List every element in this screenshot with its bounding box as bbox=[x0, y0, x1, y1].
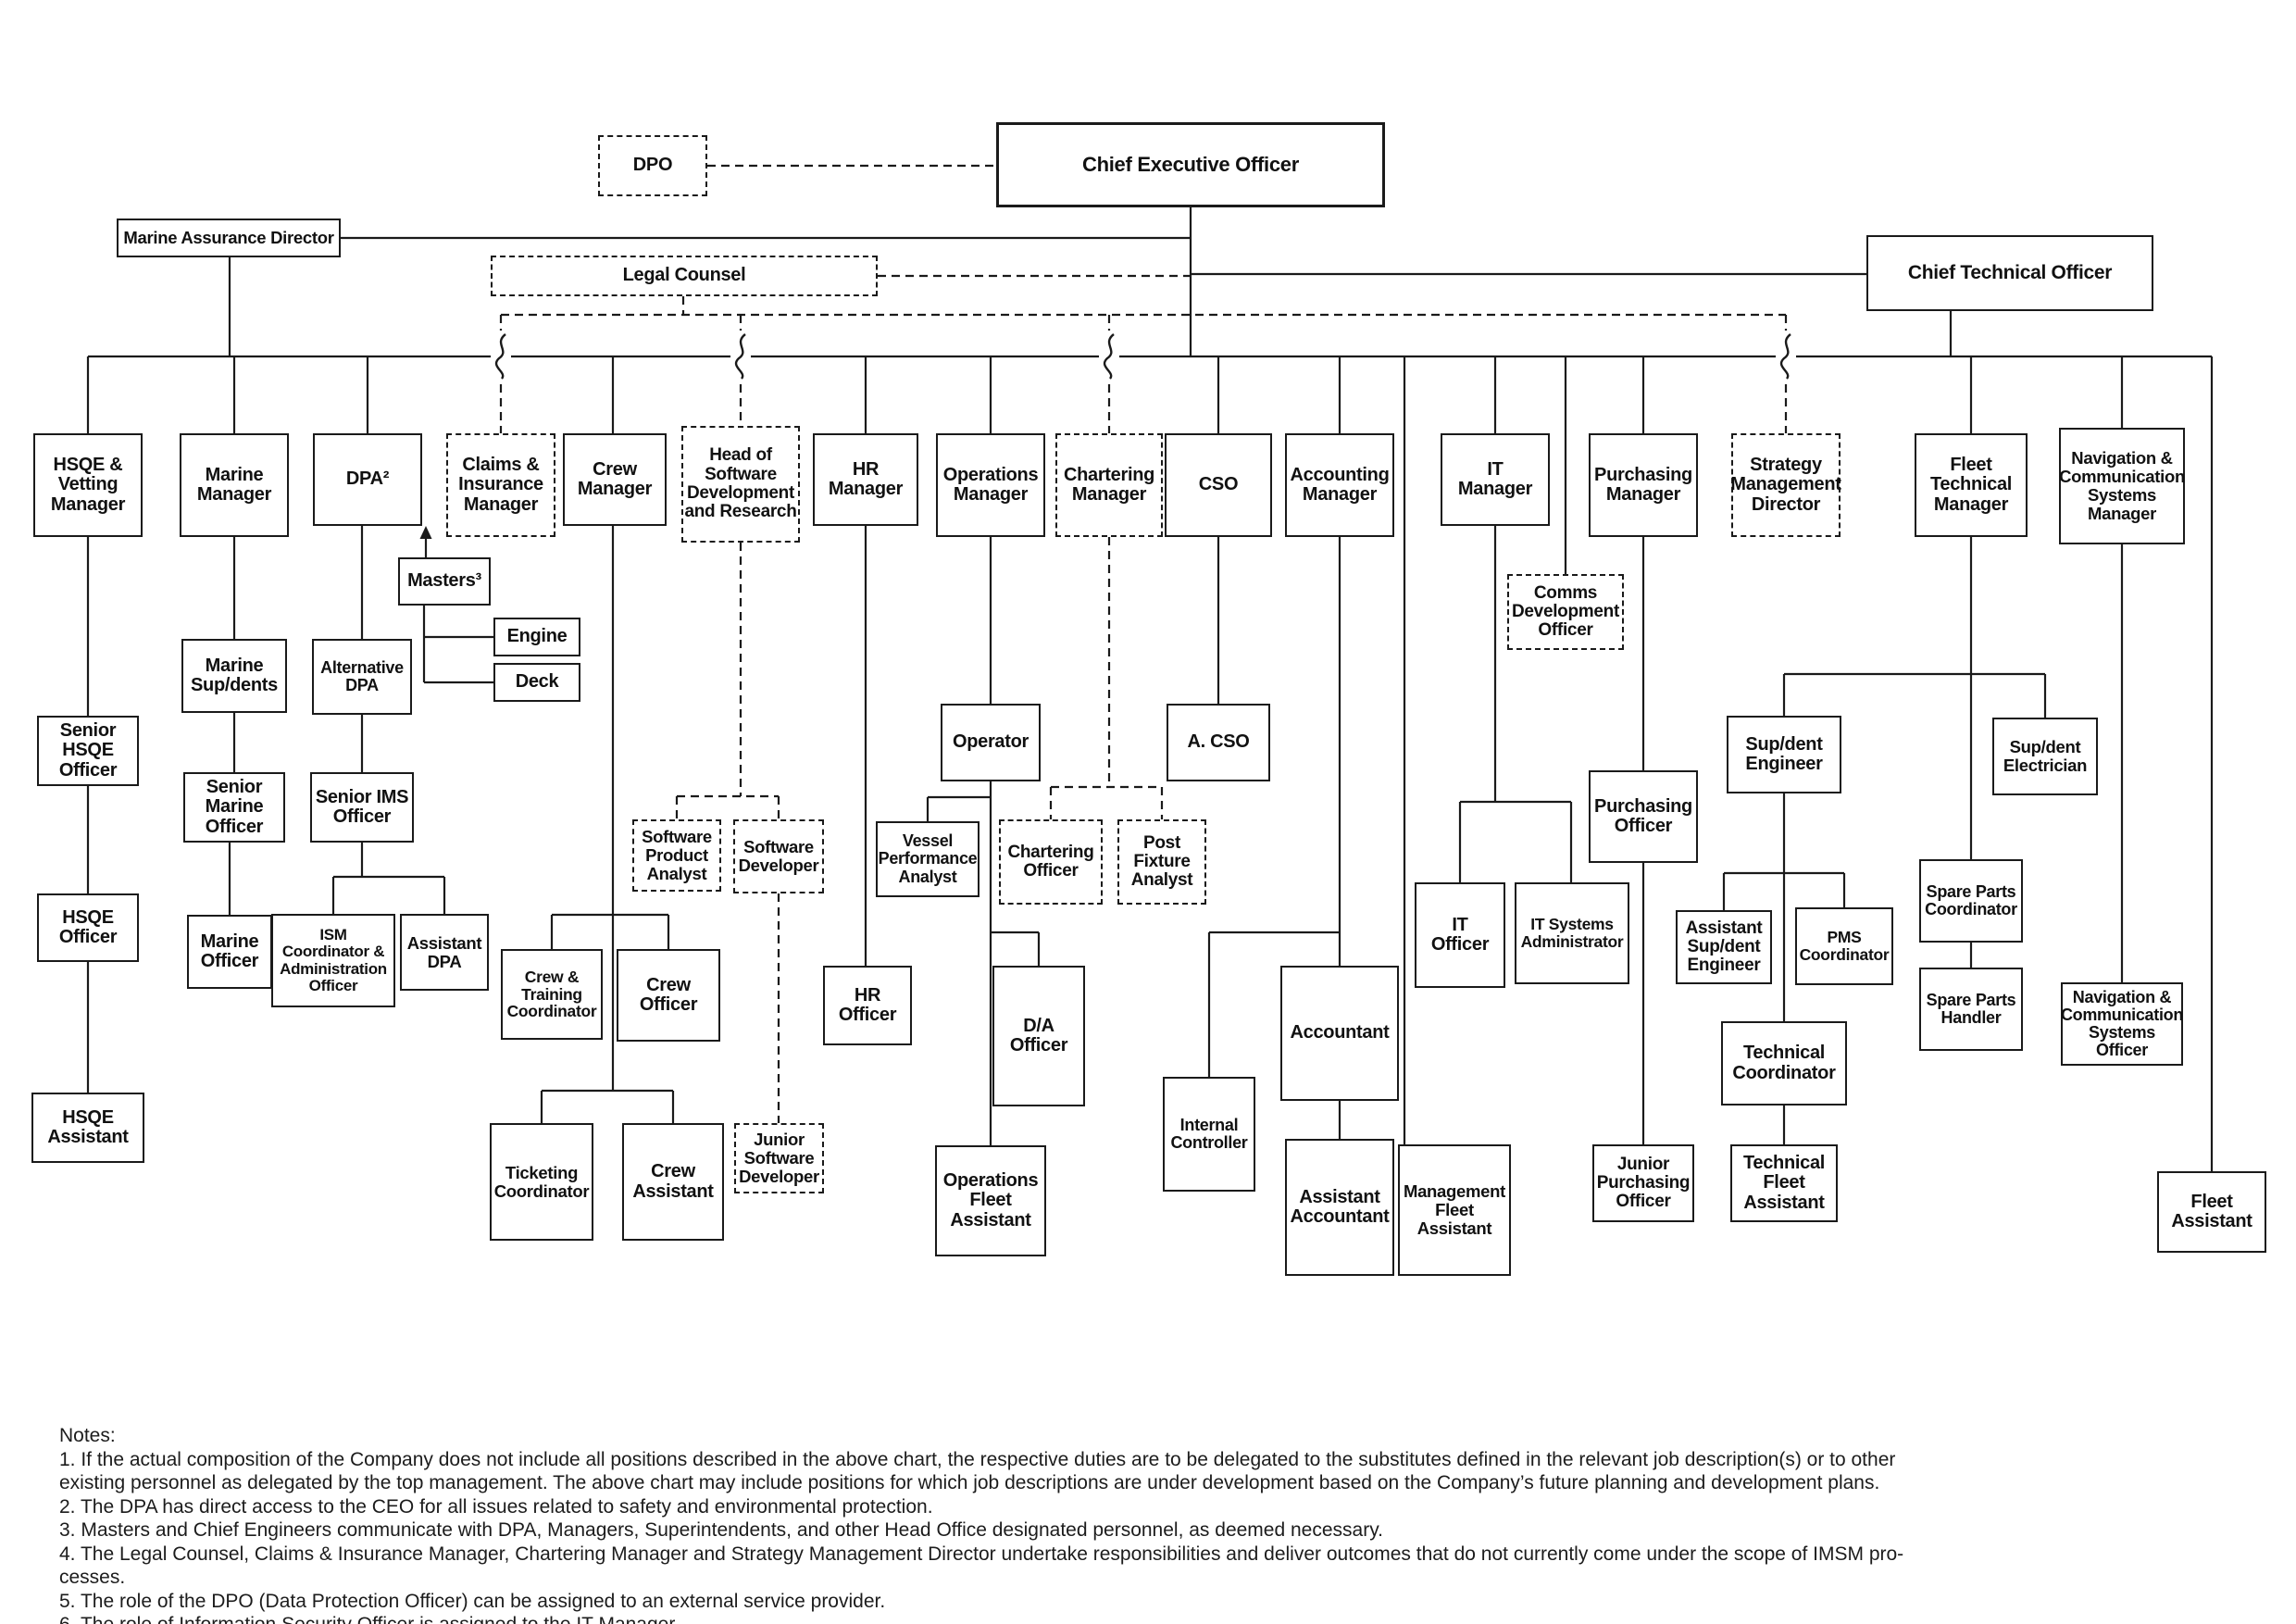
break-squiggle bbox=[734, 333, 746, 380]
hsqe-officer-box: HSQE Officer bbox=[37, 893, 139, 962]
supdent-engineer-box: Sup/dent Engineer bbox=[1727, 716, 1841, 793]
spare-parts-coordinator-box: Spare Parts Coordinator bbox=[1919, 859, 2023, 943]
comms-development-officer-box: Comms Development Officer bbox=[1507, 574, 1624, 650]
management-fleet-assistant-box: Management Fleet Assistant bbox=[1398, 1144, 1511, 1276]
note-line: 1. If the actual composition of the Comp… bbox=[59, 1448, 1896, 1470]
dpo-box: DPO bbox=[598, 135, 707, 196]
junior-software-developer-box: Junior Software Developer bbox=[734, 1123, 824, 1193]
deck-box: Deck bbox=[493, 663, 580, 702]
junior-purchasing-officer-box: Junior Purchasing Officer bbox=[1592, 1144, 1694, 1222]
break-squiggle bbox=[494, 333, 506, 380]
purchasing-manager-box: Purchasing Manager bbox=[1589, 433, 1698, 537]
crew-manager-box: Crew Manager bbox=[563, 433, 667, 526]
spare-parts-handler-box: Spare Parts Handler bbox=[1919, 968, 2023, 1051]
technical-fleet-assistant-box: Technical Fleet Assistant bbox=[1730, 1144, 1838, 1222]
senior-hsqe-officer-box: Senior HSQE Officer bbox=[37, 716, 139, 786]
technical-coordinator-box: Technical Coordinator bbox=[1721, 1021, 1847, 1106]
fleet-assistant-box: Fleet Assistant bbox=[2157, 1171, 2266, 1253]
supdent-electrician-box: Sup/dent Electrician bbox=[1992, 718, 2098, 795]
reporting-arrow-head bbox=[419, 526, 432, 539]
crew-assistant-box: Crew Assistant bbox=[622, 1123, 724, 1241]
assistant-accountant-box: Assistant Accountant bbox=[1285, 1139, 1394, 1276]
head-software-dev-box: Head of Software Development and Researc… bbox=[681, 426, 800, 543]
it-officer-box: IT Officer bbox=[1415, 882, 1505, 988]
nav-comm-systems-officer-box: Navigation & Communication Systems Offic… bbox=[2061, 982, 2183, 1066]
ism-coordinator-box: ISM Coordinator & Administration Officer bbox=[271, 914, 395, 1007]
hr-officer-box: HR Officer bbox=[823, 966, 912, 1045]
dpa-box: DPA² bbox=[313, 433, 422, 526]
assistant-dpa-box: Assistant DPA bbox=[400, 914, 489, 991]
marine-supdents-box: Marine Sup/dents bbox=[181, 639, 287, 713]
assistant-supdent-engineer-box: Assistant Sup/dent Engineer bbox=[1676, 910, 1772, 984]
hsqe-assistant-box: HSQE Assistant bbox=[31, 1093, 144, 1163]
alternative-dpa-box: Alternative DPA bbox=[312, 639, 412, 715]
note-line: existing personnel as delegated by the t… bbox=[59, 1472, 1880, 1493]
legal-counsel-box: Legal Counsel bbox=[491, 256, 878, 296]
pms-coordinator-box: PMS Coordinator bbox=[1795, 907, 1893, 985]
cso-box: CSO bbox=[1165, 433, 1272, 537]
note-line: 5. The role of the DPO (Data Protection … bbox=[59, 1590, 886, 1612]
it-systems-administrator-box: IT Systems Administrator bbox=[1515, 882, 1629, 984]
fleet-technical-manager-box: Fleet Technical Manager bbox=[1915, 433, 2028, 537]
marine-assurance-director-box: Marine Assurance Director bbox=[117, 219, 341, 257]
chartering-manager-box: Chartering Manager bbox=[1055, 433, 1163, 537]
note-line: 6. The role of Information Security Offi… bbox=[59, 1613, 1903, 1624]
senior-ims-officer-box: Senior IMS Officer bbox=[310, 772, 414, 843]
vessel-performance-analyst-box: Vessel Performance Analyst bbox=[876, 821, 980, 897]
software-developer-box: Software Developer bbox=[733, 819, 824, 893]
note-line: cesses. bbox=[59, 1567, 126, 1588]
notes-heading: Notes: bbox=[59, 1425, 116, 1446]
purchasing-officer-box: Purchasing Officer bbox=[1589, 770, 1698, 863]
crew-officer-box: Crew Officer bbox=[617, 949, 720, 1042]
ticketing-coordinator-box: Ticketing Coordinator bbox=[490, 1123, 593, 1241]
cto-box: Chief Technical Officer bbox=[1866, 235, 2153, 311]
marine-manager-box: Marine Manager bbox=[180, 433, 289, 537]
internal-controller-box: Internal Controller bbox=[1163, 1077, 1255, 1192]
it-manager-box: IT Manager bbox=[1441, 433, 1550, 526]
strategy-management-director-box: Strategy Management Director bbox=[1730, 433, 1841, 537]
note-line: 3. Masters and Chief Engineers communica… bbox=[59, 1519, 1383, 1541]
a-cso-box: A. CSO bbox=[1167, 704, 1270, 781]
hsqe-vetting-manager-box: HSQE & Vetting Manager bbox=[33, 433, 143, 537]
post-fixture-analyst-box: Post Fixture Analyst bbox=[1117, 819, 1206, 905]
crew-training-coordinator-box: Crew & Training Coordinator bbox=[501, 949, 603, 1040]
nav-comm-systems-manager-box: Navigation & Communication Systems Manag… bbox=[2059, 428, 2185, 544]
accountant-box: Accountant bbox=[1280, 966, 1399, 1101]
note-line: 4. The Legal Counsel, Claims & Insurance… bbox=[59, 1543, 1904, 1565]
notes: Notes: 1. If the actual composition of t… bbox=[59, 1424, 1903, 1624]
operations-fleet-assistant-box: Operations Fleet Assistant bbox=[935, 1145, 1046, 1256]
hr-manager-box: HR Manager bbox=[813, 433, 918, 526]
operations-manager-box: Operations Manager bbox=[936, 433, 1045, 537]
operator-box: Operator bbox=[941, 704, 1041, 781]
chartering-officer-box: Chartering Officer bbox=[999, 819, 1103, 905]
engine-box: Engine bbox=[493, 618, 580, 656]
masters-box: Masters³ bbox=[398, 557, 491, 606]
da-officer-box: D/A Officer bbox=[992, 966, 1085, 1106]
marine-officer-box: Marine Officer bbox=[187, 915, 272, 989]
claims-insurance-manager-box: Claims & Insurance Manager bbox=[446, 433, 555, 537]
notes-lines: 1. If the actual composition of the Comp… bbox=[59, 1448, 1903, 1624]
break-squiggle bbox=[1779, 333, 1791, 380]
senior-marine-officer-box: Senior Marine Officer bbox=[183, 772, 285, 843]
note-line: 2. The DPA has direct access to the CEO … bbox=[59, 1495, 933, 1518]
ceo-box: Chief Executive Officer bbox=[996, 122, 1385, 207]
accounting-manager-box: Accounting Manager bbox=[1285, 433, 1394, 537]
break-squiggle bbox=[1103, 333, 1115, 380]
software-product-analyst-box: Software Product Analyst bbox=[632, 819, 721, 892]
